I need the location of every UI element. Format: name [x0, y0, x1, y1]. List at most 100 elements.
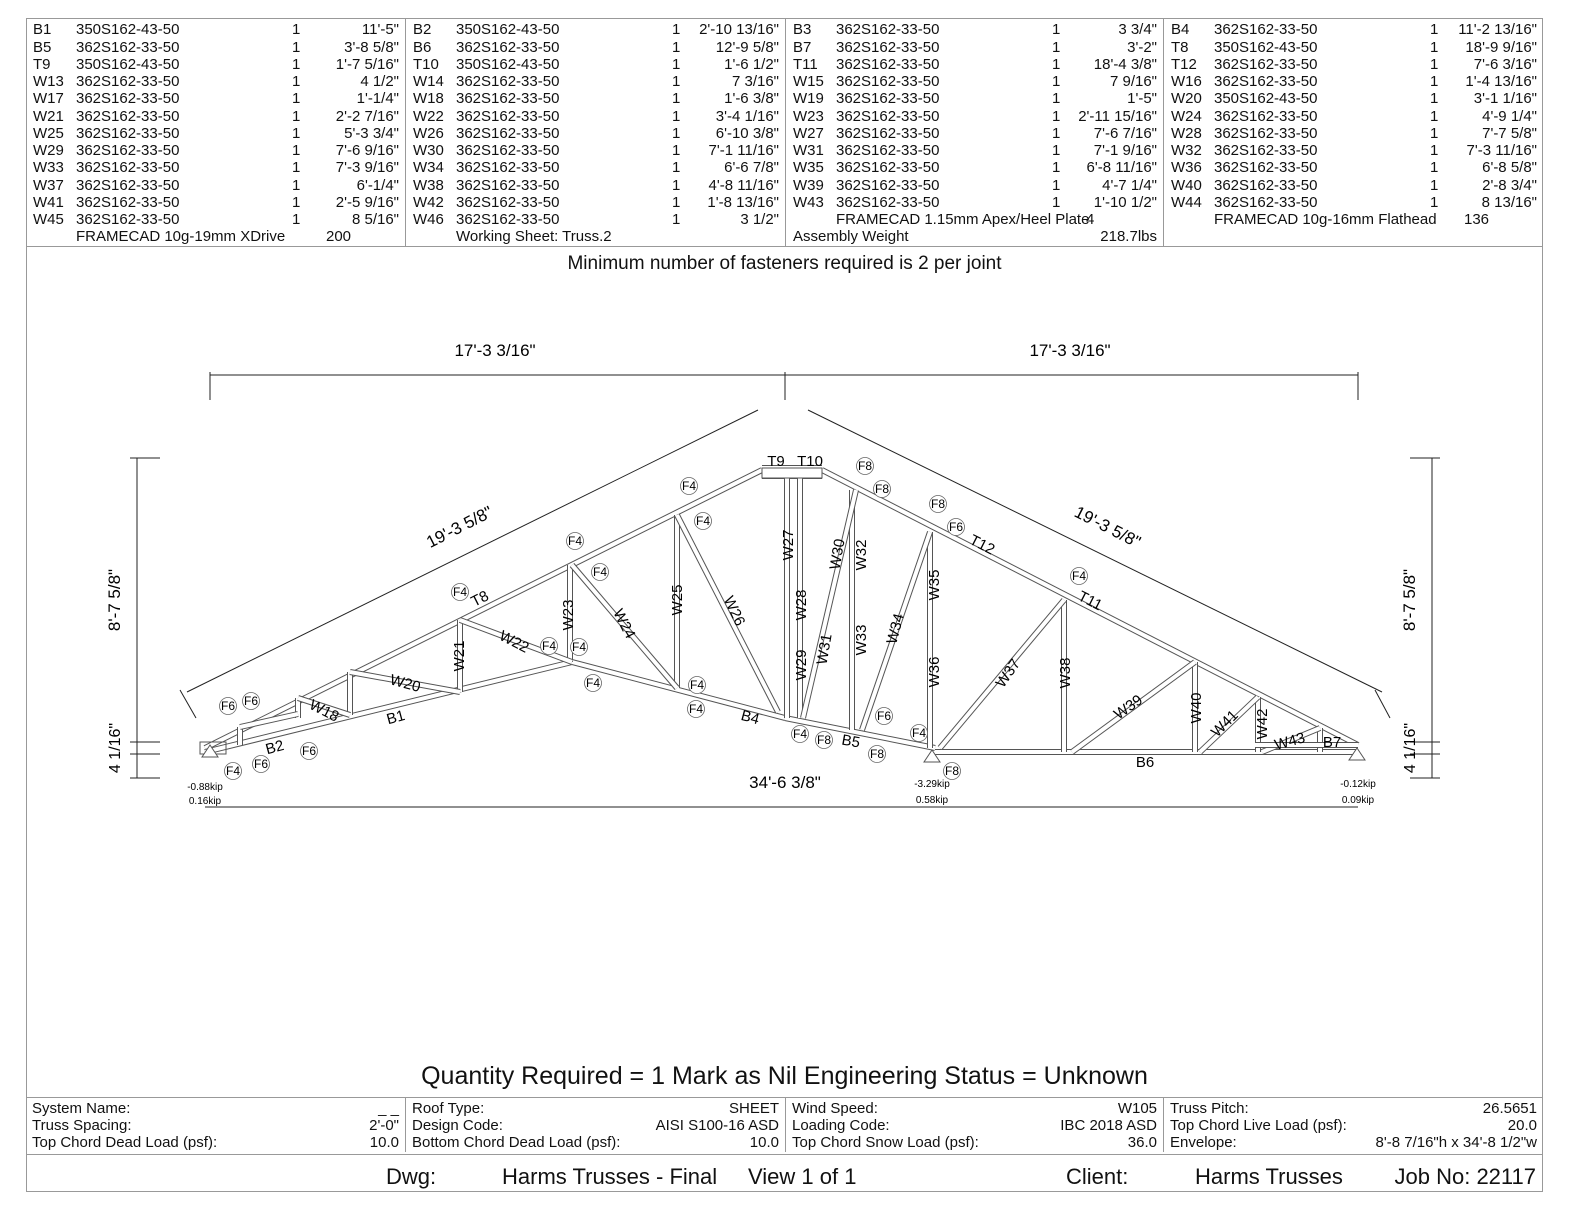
info-value: IBC 2018 ASD	[1060, 1117, 1157, 1134]
fastener-circle	[791, 725, 809, 743]
parts-length: 1'-6 1/2"	[724, 55, 779, 73]
info-divider-top	[26, 1097, 1543, 1098]
info-row: Loading Code:IBC 2018 ASD	[792, 1117, 1157, 1134]
truss-member-fill	[1070, 660, 1197, 754]
parts-qty: 1	[1052, 73, 1061, 91]
parts-part: 350S162-43-50	[456, 55, 560, 73]
fastener-circle	[694, 512, 712, 530]
info-value: 20.0	[1507, 1117, 1537, 1134]
parts-length: 4'-7 1/4"	[1102, 176, 1157, 194]
info-value: 10.0	[369, 1134, 399, 1151]
info-value: 36.0	[1127, 1134, 1157, 1151]
truss-member-fill	[571, 660, 786, 720]
parts-id: W46	[413, 211, 444, 229]
dwg-label: Dwg:	[386, 1164, 437, 1189]
parts-qty: 1	[672, 193, 681, 211]
parts-part: 362S162-33-50	[1214, 176, 1318, 194]
client-value: Harms Trusses	[1195, 1164, 1343, 1189]
parts-qty: 1	[672, 176, 681, 194]
fastener-circle	[856, 457, 874, 475]
summary-qty: 200	[326, 228, 352, 246]
member-label: W34	[883, 612, 907, 646]
fastener-label: F4	[542, 639, 556, 653]
parts-id: T9	[33, 55, 51, 73]
parts-qty: 1	[1430, 21, 1439, 39]
parts-length: 8 13/16"	[1481, 193, 1537, 211]
dimension-line	[1374, 689, 1391, 719]
parts-qty: 1	[1430, 142, 1439, 160]
reaction-left-vertical: -0.88kip	[187, 782, 223, 793]
parts-length: 7'-6 7/16"	[1093, 124, 1157, 142]
supports	[201, 744, 1366, 763]
parts-length: 2'-10 13/16"	[699, 21, 779, 39]
info-label: Top Chord Dead Load (psf):	[32, 1134, 218, 1151]
parts-qty: 1	[1052, 193, 1061, 211]
parts-part: 362S162-33-50	[1214, 73, 1318, 91]
fastener-label: F4	[689, 702, 703, 716]
parts-qty: 1	[1430, 176, 1439, 194]
fastener-label: F8	[931, 497, 945, 511]
truss-member-fill	[570, 563, 679, 690]
fastener-callout: F6	[947, 518, 965, 536]
parts-length: 11'-5"	[361, 21, 399, 39]
fastener-circle	[815, 731, 833, 749]
member-label: W32	[853, 540, 870, 571]
parts-qty: 1	[1430, 124, 1439, 142]
parts-qty: 1	[1430, 159, 1439, 177]
parts-part: 362S162-33-50	[456, 176, 560, 194]
parts-part: 362S162-33-50	[456, 142, 560, 160]
parts-id: B2	[413, 21, 432, 39]
fastener-circle	[947, 518, 965, 536]
info-value: SHEET	[728, 1100, 779, 1117]
fastener-label: F4	[1072, 569, 1086, 583]
fastener-callout: F4	[540, 637, 558, 655]
fastener-callout: F4	[687, 700, 705, 718]
parts-qty: 1	[292, 90, 301, 108]
member-label: W27	[780, 530, 797, 561]
parts-qty: 1	[1430, 73, 1439, 91]
parts-length: 7'-6 3/16"	[1473, 55, 1537, 73]
info-label: Envelope:	[1170, 1134, 1237, 1151]
member-label: B1	[385, 707, 407, 728]
fastener-circle	[451, 583, 469, 601]
member-label: W22	[496, 627, 531, 656]
summary-qty: 136	[1464, 211, 1490, 229]
parts-part: 362S162-33-50	[836, 107, 940, 125]
parts-qty: 1	[672, 21, 681, 39]
parts-length: 7 9/16"	[1109, 73, 1157, 91]
parts-part: 362S162-33-50	[456, 90, 560, 108]
parts-summary-row: Working Sheet: Truss.2	[406, 228, 785, 245]
fastener-circle	[929, 495, 947, 513]
fastener-label: F6	[244, 694, 258, 708]
parts-id: W36	[1171, 159, 1202, 177]
info-label: Wind Speed:	[792, 1100, 878, 1117]
member-label: W20	[388, 671, 422, 695]
truss-member-fill	[784, 716, 936, 750]
parts-id: B6	[413, 38, 432, 56]
parts-length: 1'-6 3/8"	[724, 90, 779, 108]
info-label: Top Chord Snow Load (psf):	[792, 1134, 979, 1151]
parts-part: 362S162-33-50	[76, 73, 180, 91]
parts-length: 6'-6 7/8"	[724, 159, 779, 177]
member-label: W42	[1254, 709, 1271, 740]
parts-qty: 1	[1052, 55, 1061, 73]
parts-length: 18'-9 9/16"	[1465, 38, 1537, 56]
parts-length: 7 3/16"	[731, 73, 779, 91]
fastener-label: F4	[572, 640, 586, 654]
fastener-circle	[873, 480, 891, 498]
fastener-circle	[1070, 567, 1088, 585]
fastener-label: F6	[221, 699, 235, 713]
truss-member-fill	[459, 618, 573, 664]
parts-id: W15	[793, 73, 824, 91]
fastener-callout: F8	[929, 495, 947, 513]
parts-part: 362S162-33-50	[456, 38, 560, 56]
support-triangle-icon	[201, 744, 219, 758]
